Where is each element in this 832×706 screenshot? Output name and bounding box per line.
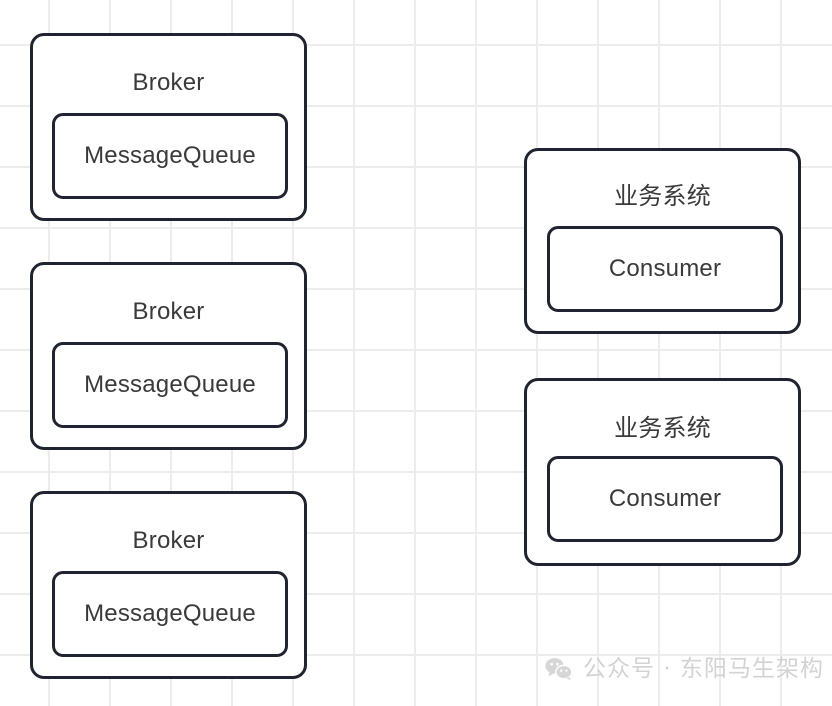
business-system-node-2-consumer-label: Consumer — [608, 485, 722, 512]
broker-node-2-messagequeue-label: MessageQueue — [84, 371, 256, 398]
business-system-node-2-title: 业务系统 — [614, 414, 711, 442]
business-system-node-1-consumer-box[interactable]: Consumer — [547, 226, 783, 312]
wechat-icon — [545, 658, 573, 681]
broker-node-2-title: Broker — [132, 298, 205, 325]
watermark: 公众号 · 东阳马生架构 — [544, 655, 824, 683]
business-system-node-2[interactable]: 业务系统 Consumer — [524, 378, 801, 566]
broker-node-1-messagequeue-box[interactable]: MessageQueue — [52, 113, 288, 199]
business-system-node-1[interactable]: 业务系统 Consumer — [524, 148, 801, 334]
broker-node-1-title: Broker — [132, 69, 205, 96]
broker-node-1[interactable]: Broker MessageQueue — [30, 33, 307, 221]
broker-node-3[interactable]: Broker MessageQueue — [30, 491, 307, 679]
broker-node-1-messagequeue-label: MessageQueue — [84, 142, 256, 169]
broker-node-3-messagequeue-box[interactable]: MessageQueue — [52, 571, 288, 657]
broker-node-2-messagequeue-box[interactable]: MessageQueue — [52, 342, 288, 428]
business-system-node-2-consumer-box[interactable]: Consumer — [547, 456, 783, 542]
broker-node-3-messagequeue-label: MessageQueue — [84, 600, 256, 627]
business-system-node-1-title: 业务系统 — [614, 182, 711, 210]
business-system-node-1-consumer-label: Consumer — [608, 255, 722, 282]
broker-node-3-title: Broker — [132, 527, 205, 554]
broker-node-2[interactable]: Broker MessageQueue — [30, 262, 307, 450]
watermark-text: 公众号 · 东阳马生架构 — [583, 656, 824, 682]
